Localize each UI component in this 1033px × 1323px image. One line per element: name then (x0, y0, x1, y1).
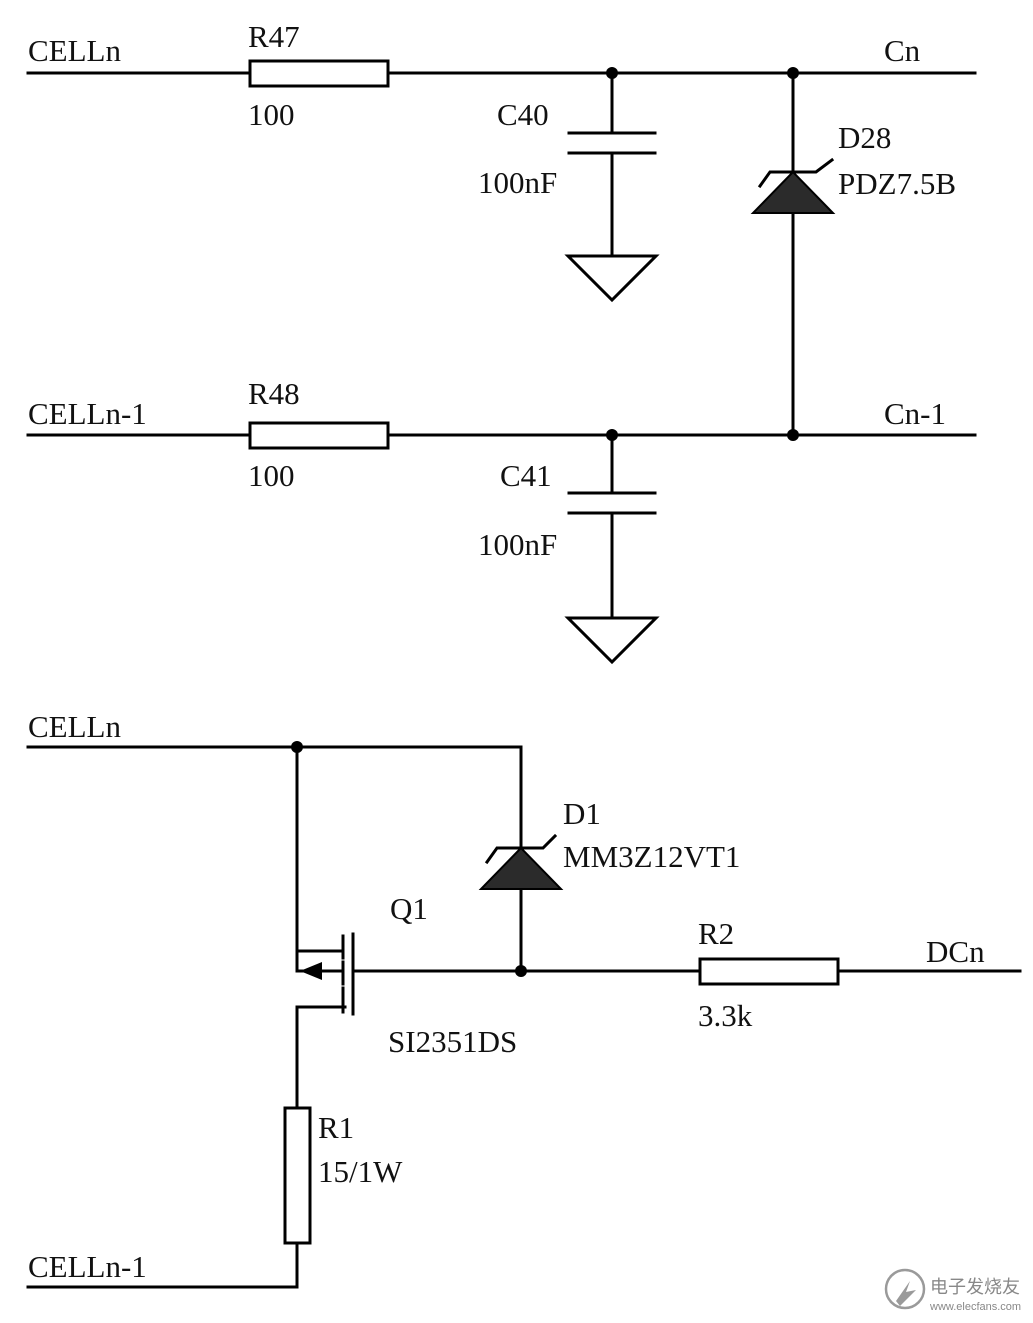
junction-dot (787, 429, 799, 441)
mosfet-q1 (295, 932, 392, 1016)
net-label-cn-1-in: CELLn-1 (28, 396, 147, 431)
junction-dot (606, 429, 618, 441)
zener-diode-d28 (750, 157, 836, 214)
resistor-r48 (248, 421, 390, 450)
r1-value: 15/1W (318, 1154, 403, 1189)
junction-dot (515, 965, 527, 977)
c40-ref: C40 (497, 97, 549, 132)
net-label-celln-1: CELLn-1 (28, 1249, 147, 1284)
c41-value: 100nF (478, 527, 557, 562)
d1-value: MM3Z12VT1 (563, 839, 740, 874)
ground-icon (564, 616, 660, 665)
q1-drain-wire (295, 1005, 347, 1110)
r1-ref: R1 (318, 1110, 354, 1145)
cn-1-filter-stage: CELLn-1 Cn-1 R48 100 C41 100nF (26, 376, 977, 665)
r2-value: 3.3k (698, 998, 753, 1033)
balancing-stage: CELLn CELLn-1 DCn D1 MM3Z12VT1 Q1 SI2351… (26, 709, 1022, 1289)
zener-diode-d1 (478, 833, 564, 890)
junction-dot (606, 67, 618, 79)
net-label-celln: CELLn (28, 709, 121, 744)
r48-value: 100 (248, 458, 295, 493)
junction-dot (787, 67, 799, 79)
d1-ref: D1 (563, 796, 601, 831)
r47-value: 100 (248, 97, 295, 132)
resistor-r1 (283, 1106, 312, 1245)
elecfans-logo-icon (884, 1268, 926, 1310)
q1-ref: Q1 (390, 891, 428, 926)
r2-ref: R2 (698, 916, 734, 951)
junction-dot (291, 741, 303, 753)
r48-ref: R48 (248, 376, 300, 411)
cn-filter-stage: CELLn Cn R47 100 C40 100nF D28 PDZ7.5B (26, 19, 977, 437)
capacitor-c40 (567, 131, 657, 155)
resistor-r2 (698, 957, 840, 986)
net-label-cn-out: Cn (884, 33, 921, 68)
r47-ref: R47 (248, 19, 300, 54)
q1-value: SI2351DS (388, 1024, 517, 1059)
net-label-dcn: DCn (926, 934, 985, 969)
c40-value: 100nF (478, 165, 557, 200)
net-label-cn-in: CELLn (28, 33, 121, 68)
c41-ref: C41 (500, 458, 552, 493)
d28-value: PDZ7.5B (838, 166, 956, 201)
resistor-r47 (248, 59, 390, 88)
watermark-name: 电子发烧友 (930, 1277, 1020, 1297)
watermark-url: www.elecfans.com (929, 1301, 1021, 1313)
net-label-cn-1-out: Cn-1 (884, 396, 946, 431)
ground-icon (564, 254, 660, 303)
d28-ref: D28 (838, 120, 891, 155)
watermark: 电子发烧友 www.elecfans.com (884, 1268, 1021, 1313)
capacitor-c41 (567, 491, 657, 515)
